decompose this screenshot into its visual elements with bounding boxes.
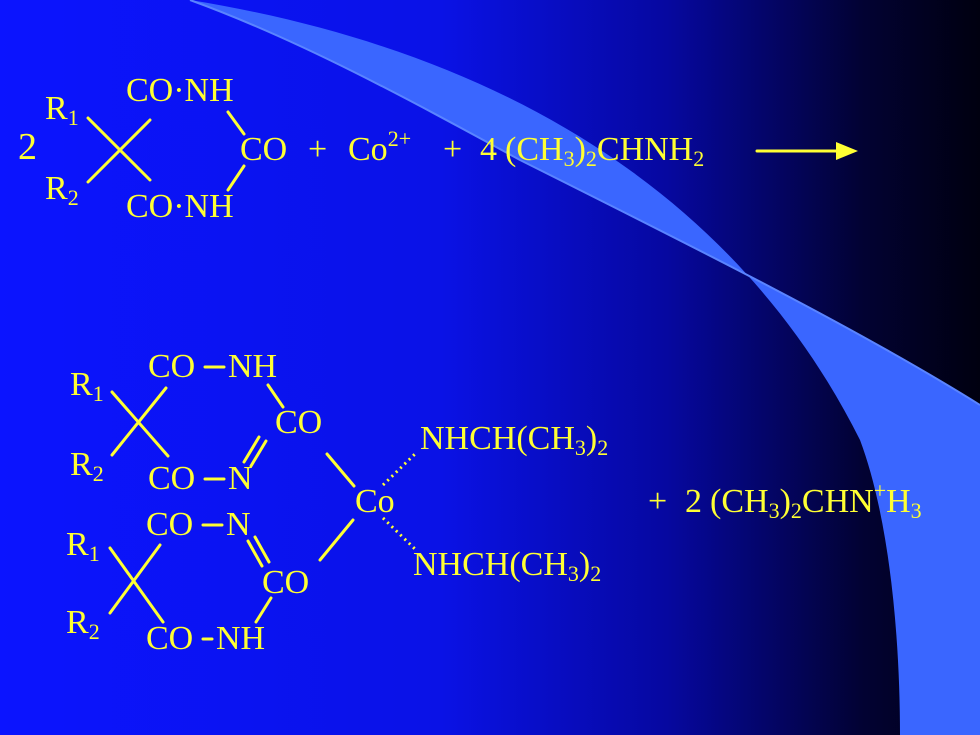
upper-co-top: CO bbox=[148, 348, 196, 385]
upper-co-right: CO bbox=[275, 404, 323, 441]
lower-nh: NH bbox=[216, 620, 266, 657]
byproduct-coefficient: 2 bbox=[685, 483, 702, 520]
plus-sign-2: + bbox=[443, 131, 463, 168]
plus-sign-1: + bbox=[308, 131, 328, 168]
lower-co-top: CO bbox=[146, 506, 194, 543]
reactant-co-nh-bottom: CO·NH bbox=[126, 188, 234, 225]
bond-lower-r1 bbox=[108, 546, 165, 624]
upper-nh: NH bbox=[228, 348, 278, 385]
upper-r2: R2 bbox=[70, 446, 104, 486]
bond-r2-c bbox=[86, 118, 152, 184]
ligand-top: NHCH(CH3)2 bbox=[420, 420, 609, 460]
bond-lower-r2 bbox=[108, 543, 162, 615]
dotted-bond-bottom bbox=[381, 516, 418, 552]
bond-lower-n-co-2 bbox=[253, 535, 271, 564]
isopropylammonium: (CH3)2CHN+H3 bbox=[710, 478, 922, 523]
bond-co-lower bbox=[318, 518, 355, 562]
bond-lower-n-co-1 bbox=[246, 539, 264, 568]
reactant-co-nh-top: CO·NH bbox=[126, 72, 234, 109]
ligand-bottom: NHCH(CH3)2 bbox=[413, 546, 602, 586]
upper-co-bottom: CO bbox=[148, 460, 196, 497]
plus-sign-3: + bbox=[648, 483, 668, 520]
lower-r1: R1 bbox=[66, 526, 100, 566]
bond-lower-co-nh bbox=[254, 596, 273, 624]
bond-co-upper bbox=[325, 452, 356, 488]
bond-upper-nh-co bbox=[266, 383, 285, 409]
amine-coefficient: 4 bbox=[480, 131, 497, 168]
bond-upper-r2 bbox=[110, 386, 168, 457]
reactant-r2: R2 bbox=[45, 170, 79, 210]
cobalt-ion: Co2+ bbox=[348, 126, 412, 168]
arrow-head bbox=[836, 142, 858, 160]
isopropylamine: (CH3)2CHNH2 bbox=[505, 131, 705, 171]
upper-n: N bbox=[228, 460, 253, 497]
lower-n: N bbox=[226, 506, 251, 543]
bond-upper-r1 bbox=[110, 390, 170, 458]
bond-upper-co-n-2 bbox=[249, 439, 268, 468]
cobalt-center: Co bbox=[355, 483, 395, 520]
reactant-r1: R1 bbox=[45, 90, 79, 130]
reactant-coefficient: 2 bbox=[18, 126, 37, 168]
lower-r2: R2 bbox=[66, 604, 100, 644]
reactant-co: CO bbox=[240, 131, 288, 168]
upper-r1: R1 bbox=[70, 366, 104, 406]
lower-co-bottom: CO bbox=[146, 620, 194, 657]
lower-co-right: CO bbox=[262, 564, 310, 601]
bond-upper-co-n-1 bbox=[242, 435, 261, 464]
dotted-bond-top bbox=[381, 451, 418, 487]
bond-nh-co-top bbox=[226, 110, 246, 136]
bond-nh-co-bottom bbox=[226, 164, 246, 192]
